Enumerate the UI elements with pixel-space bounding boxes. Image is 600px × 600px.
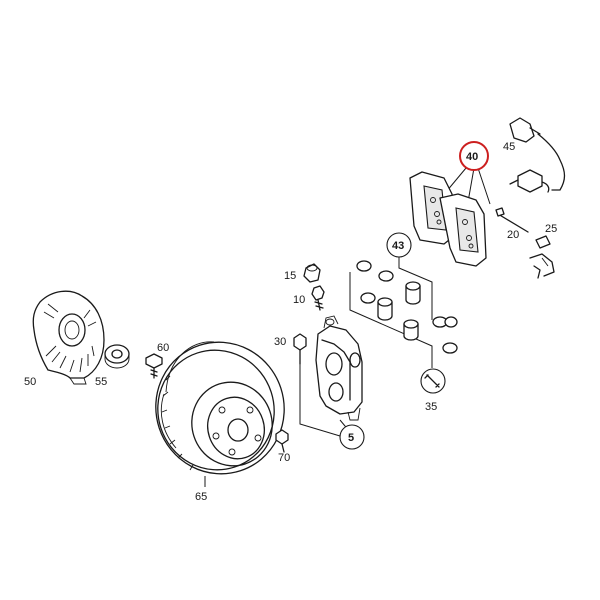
svg-text:30: 30 xyxy=(274,336,286,348)
seal-kit-part-43[interactable] xyxy=(349,254,458,358)
label-60: 60 xyxy=(157,342,169,354)
svg-text:55: 55 xyxy=(95,376,107,388)
label-55: 55 xyxy=(95,376,107,388)
svg-text:25: 25 xyxy=(545,223,557,235)
bleeder-cap-part-15[interactable] xyxy=(303,263,321,283)
caliper-bolt-part-30[interactable] xyxy=(293,333,307,365)
svg-text:70: 70 xyxy=(278,452,290,464)
label-15: 15 xyxy=(284,270,296,282)
svg-text:60: 60 xyxy=(157,342,169,354)
label-25: 25 xyxy=(545,223,557,235)
wear-sensor-part-45[interactable] xyxy=(509,117,566,193)
label-35: 35 xyxy=(425,401,437,413)
small-bolt-part-70[interactable] xyxy=(275,429,289,453)
label-10: 10 xyxy=(293,294,305,306)
svg-text:15: 15 xyxy=(284,270,296,282)
label-50: 50 xyxy=(24,376,36,388)
label-65: 65 xyxy=(195,476,207,503)
label-70: 70 xyxy=(278,452,290,464)
label-5: 5 xyxy=(299,364,365,450)
spacer-ring-part-55[interactable] xyxy=(104,344,130,369)
label-43: 43 xyxy=(386,232,412,258)
svg-text:45: 45 xyxy=(503,141,515,153)
brake-pads-part-40[interactable] xyxy=(409,167,491,267)
guide-pin-part-20[interactable] xyxy=(495,207,529,233)
bolt-part-60[interactable] xyxy=(145,353,163,379)
svg-text:43: 43 xyxy=(392,240,404,252)
repair-kit-part-35[interactable] xyxy=(420,358,446,394)
label-45: 45 xyxy=(503,141,515,153)
label-40-highlighted: 40 xyxy=(459,141,489,171)
svg-text:5: 5 xyxy=(348,432,354,444)
label-30: 30 xyxy=(274,336,286,348)
dust-shield-part-50[interactable] xyxy=(32,290,105,385)
bleeder-screw-part-10[interactable] xyxy=(311,285,325,311)
svg-text:40: 40 xyxy=(466,151,478,163)
brake-disc-part-65[interactable] xyxy=(139,325,302,490)
label-20: 20 xyxy=(507,229,519,241)
spring-clip-part-25[interactable] xyxy=(529,235,555,279)
svg-text:10: 10 xyxy=(293,294,305,306)
svg-text:65: 65 xyxy=(195,491,207,503)
svg-text:35: 35 xyxy=(425,401,437,413)
svg-text:50: 50 xyxy=(24,376,36,388)
svg-text:20: 20 xyxy=(507,229,519,241)
brake-caliper-part-5[interactable] xyxy=(315,315,363,421)
